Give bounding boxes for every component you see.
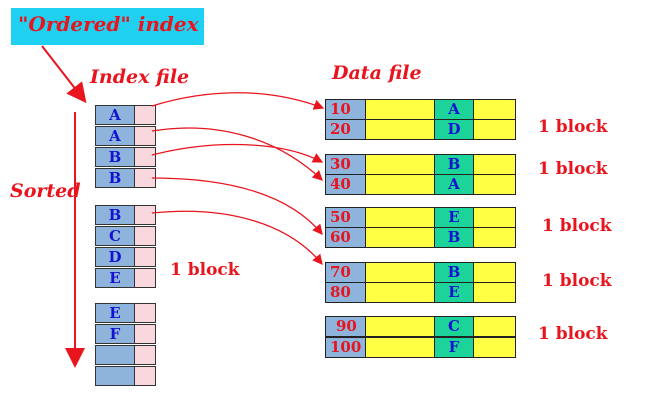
index-key: E [95, 268, 135, 288]
data-block-label: 1 block [538, 324, 608, 344]
record-key: 80 [325, 282, 366, 303]
pointer-arrow [151, 210, 323, 266]
data-record: 40 A [325, 174, 516, 195]
record-value: F [434, 337, 474, 358]
record-key: 50 [325, 207, 366, 228]
record-value: B [434, 227, 474, 248]
record-key: 60 [325, 227, 366, 248]
index-pointer [134, 247, 156, 267]
index-key: A [95, 105, 135, 125]
pointer-arrow [151, 143, 324, 163]
index-pointer [134, 303, 156, 323]
data-record: 60 B [325, 227, 516, 248]
record-value: E [434, 282, 474, 303]
data-record: 70 B [325, 262, 516, 283]
record-value: D [434, 119, 474, 140]
data-record: 80 E [325, 282, 516, 303]
record-key: 70 [325, 262, 366, 283]
sorted-label: Sorted [10, 180, 81, 202]
index-key: D [95, 247, 135, 267]
title-box [11, 8, 204, 45]
title-arrow [41, 45, 87, 104]
data-block-label: 1 block [542, 271, 612, 291]
index-pointer [134, 268, 156, 288]
data-record: 20 D [325, 119, 516, 140]
data-block-label: 1 block [538, 159, 608, 179]
pointer-arrow [151, 92, 325, 110]
record-key: 40 [325, 174, 366, 195]
index-pointer [134, 226, 156, 246]
diagram-title: "Ordered" index [18, 12, 199, 36]
record-key: 100 [325, 337, 366, 358]
index-pointer [134, 126, 156, 146]
pointer-arrow [151, 177, 323, 236]
index-key: B [95, 147, 135, 167]
index-pointer [134, 205, 156, 225]
index-pointer [134, 105, 156, 125]
index-pointer [134, 147, 156, 167]
data-record: 100 F [325, 337, 516, 358]
pointer-arrow [151, 127, 323, 181]
index-file-label: Index file [90, 66, 190, 88]
index-key: C [95, 226, 135, 246]
index-block-label: 1 block [170, 260, 240, 280]
data-record: 50 E [325, 207, 516, 228]
data-block-label: 1 block [538, 117, 608, 137]
index-pointer [134, 345, 156, 365]
index-pointer [134, 324, 156, 344]
index-pointer [134, 366, 156, 386]
data-record: 90 C [325, 316, 516, 337]
data-block-label: 1 block [542, 216, 612, 236]
record-key: 90 [325, 316, 366, 337]
record-value: B [434, 262, 474, 283]
data-file-label: Data file [332, 62, 422, 84]
